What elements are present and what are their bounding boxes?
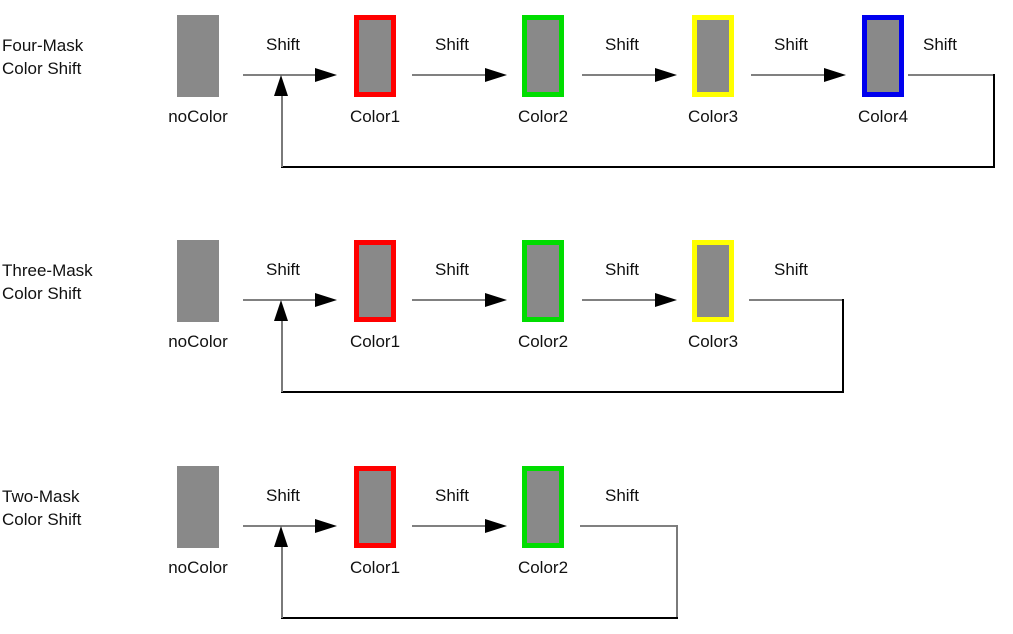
- row-four-mask: Four-Mask Color Shift noColor Color1 Col…: [0, 0, 1013, 200]
- mask-rect-nocolor: [177, 466, 219, 548]
- mask-rect-color1: [354, 466, 396, 548]
- shift-label: Shift: [604, 35, 640, 54]
- row-title-line1: Three-Mask: [2, 261, 93, 280]
- shift-label: Shift: [265, 260, 301, 279]
- feedback-loop-bottom: [281, 391, 844, 393]
- shift-arrow-shaft: [751, 74, 824, 76]
- loop-exit-line: [580, 525, 678, 527]
- mask-label-color1: Color1: [349, 558, 401, 577]
- arrowhead-up-icon: [274, 75, 288, 96]
- arrowhead-right-icon: [655, 68, 677, 82]
- mask-label-color1: Color1: [349, 332, 401, 351]
- mask-label-color2: Color2: [517, 332, 569, 351]
- shift-label: Shift: [434, 486, 470, 505]
- arrowhead-right-icon: [824, 68, 846, 82]
- row-title: Four-Mask Color Shift: [2, 34, 83, 80]
- mask-label-color2: Color2: [517, 107, 569, 126]
- shift-arrow-shaft: [582, 299, 655, 301]
- row-two-mask: Two-Mask Color Shift noColor Color1 Colo…: [0, 451, 1013, 634]
- loop-exit-line: [749, 299, 844, 301]
- shift-label: Shift: [434, 35, 470, 54]
- shift-arrow-shaft: [582, 74, 655, 76]
- shift-label: Shift: [604, 486, 640, 505]
- feedback-loop-bottom: [281, 166, 995, 168]
- shift-label: Shift: [922, 35, 958, 54]
- feedback-loop-right: [676, 525, 678, 619]
- feedback-loop-bottom: [281, 617, 678, 619]
- shift-label: Shift: [434, 260, 470, 279]
- mask-rect-color3: [692, 15, 734, 97]
- shift-label: Shift: [265, 486, 301, 505]
- feedback-loop-right: [842, 299, 844, 393]
- mask-label-color3: Color3: [687, 332, 739, 351]
- row-title-line1: Four-Mask: [2, 36, 84, 55]
- arrowhead-right-icon: [315, 519, 337, 533]
- mask-label-nocolor: noColor: [168, 558, 228, 577]
- arrowhead-right-icon: [315, 68, 337, 82]
- arrowhead-right-icon: [485, 519, 507, 533]
- row-title-line2: Color Shift: [2, 284, 82, 303]
- row-title-line2: Color Shift: [2, 510, 82, 529]
- shift-arrow-shaft: [412, 299, 485, 301]
- mask-label-color3: Color3: [687, 107, 739, 126]
- shift-label: Shift: [773, 35, 809, 54]
- row-title: Three-Mask Color Shift: [2, 259, 93, 305]
- feedback-loop-left: [281, 543, 283, 618]
- mask-rect-color1: [354, 240, 396, 322]
- mask-rect-color3: [692, 240, 734, 322]
- mask-rect-color1: [354, 15, 396, 97]
- arrowhead-right-icon: [485, 68, 507, 82]
- mask-rect-color2: [522, 15, 564, 97]
- shift-arrow-shaft: [412, 525, 485, 527]
- shift-arrow-shaft: [412, 74, 485, 76]
- mask-label-color2: Color2: [517, 558, 569, 577]
- mask-rect-color4: [862, 15, 904, 97]
- mask-rect-color2: [522, 466, 564, 548]
- shift-label: Shift: [265, 35, 301, 54]
- row-title-line1: Two-Mask: [2, 487, 80, 506]
- row-title: Two-Mask Color Shift: [2, 485, 81, 531]
- mask-label-nocolor: noColor: [168, 107, 228, 126]
- arrowhead-right-icon: [485, 293, 507, 307]
- shift-label: Shift: [604, 260, 640, 279]
- mask-rect-nocolor: [177, 240, 219, 322]
- feedback-loop-left: [281, 92, 283, 167]
- arrowhead-up-icon: [274, 526, 288, 547]
- row-title-line2: Color Shift: [2, 59, 82, 78]
- arrowhead-right-icon: [315, 293, 337, 307]
- shift-label: Shift: [773, 260, 809, 279]
- mask-rect-color2: [522, 240, 564, 322]
- mask-label-color4: Color4: [857, 107, 909, 126]
- mask-label-color1: Color1: [349, 107, 401, 126]
- arrowhead-right-icon: [655, 293, 677, 307]
- feedback-loop-left: [281, 317, 283, 392]
- loop-exit-line: [908, 74, 995, 76]
- mask-label-nocolor: noColor: [168, 332, 228, 351]
- row-three-mask: Three-Mask Color Shift noColor Color1 Co…: [0, 225, 1013, 425]
- mask-rect-nocolor: [177, 15, 219, 97]
- arrowhead-up-icon: [274, 300, 288, 321]
- feedback-loop-right: [993, 74, 995, 168]
